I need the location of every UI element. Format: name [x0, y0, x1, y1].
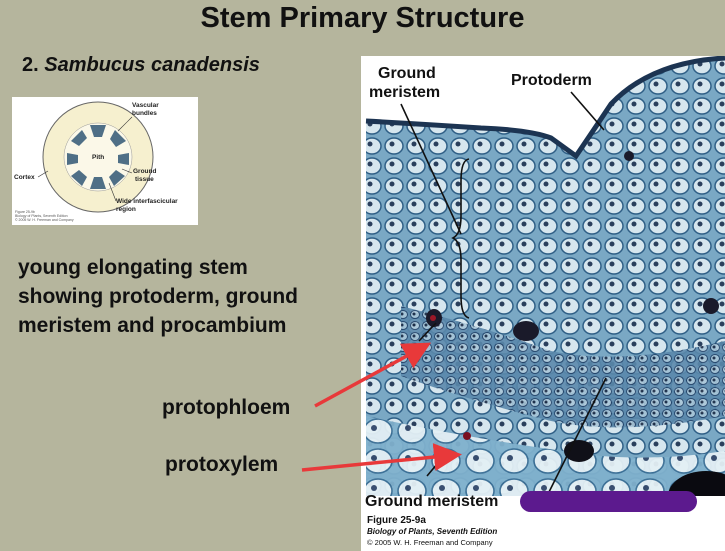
diagram-fig-copyright: © 2005 W. H. Freeman and Company: [15, 218, 74, 222]
diagram-fig-ref: Figure 25-9b: [15, 210, 35, 214]
region-label: region: [116, 206, 136, 213]
micrograph-caption: Figure 25-9a Biology of Plants, Seventh …: [367, 515, 497, 548]
vascular-bundles-label-2: bundles: [132, 110, 157, 117]
cortex-label: Cortex: [14, 174, 35, 181]
body-line-1: young elongating stem: [18, 256, 248, 279]
wide-interfascicular-label: Wide interfascicular: [116, 198, 178, 205]
body-line-2: showing protoderm, ground: [18, 285, 298, 308]
pith-label: Pith: [92, 154, 104, 161]
lower-ground-meristem: [366, 416, 725, 496]
body-line-3: meristem and procambium: [18, 314, 287, 337]
subtitle-species: Sambucus canadensis: [44, 54, 260, 76]
dark-cell: [513, 321, 539, 341]
ground-meristem-bottom-label: Ground meristem: [365, 493, 498, 510]
ground-meristem-label-line1: Ground: [378, 65, 436, 82]
caption-copyright: © 2005 W. H. Freeman and Company: [367, 538, 493, 547]
protoderm-label: Protoderm: [511, 72, 592, 89]
vascular-bundles-label: Vascular: [132, 102, 159, 109]
redaction-mark: [520, 491, 697, 512]
protoderm-edge: [365, 56, 725, 160]
micrograph-image: Ground meristem Protoderm Ground meriste…: [361, 56, 725, 551]
vascular-bundle-ring: [67, 125, 129, 189]
ground-meristem-brace: [451, 158, 470, 319]
procambium-zone: [401, 306, 725, 428]
slide-title: Stem Primary Structure: [200, 2, 525, 34]
ground-tissue-label-2: tissue: [135, 176, 154, 183]
micrograph-panel: Ground meristem Protoderm Ground meriste…: [361, 56, 725, 551]
subtitle-number: 2.: [22, 54, 39, 76]
protophloem-label: protophloem: [162, 396, 291, 419]
caption-book: Biology of Plants, Seventh Edition: [367, 527, 498, 536]
stem-cross-section-diagram: Pith Vascular bundles Cortex Ground tiss…: [12, 97, 198, 225]
ground-meristem-label-line2: meristem: [369, 84, 440, 101]
slide-subtitle: 2. Sambucus canadensis: [22, 54, 260, 77]
diagram-fig-book: Biology of Plants, Seventh Edition: [15, 214, 68, 218]
slide-body-text: young elongating stem showing protoderm,…: [18, 253, 358, 340]
protoxylem-label: protoxylem: [165, 453, 279, 476]
caption-figure: Figure 25-9a: [367, 515, 426, 526]
stem-diagram-graphic: Pith Vascular bundles Cortex Ground tiss…: [14, 101, 178, 222]
ground-tissue-label: Ground: [133, 168, 156, 175]
